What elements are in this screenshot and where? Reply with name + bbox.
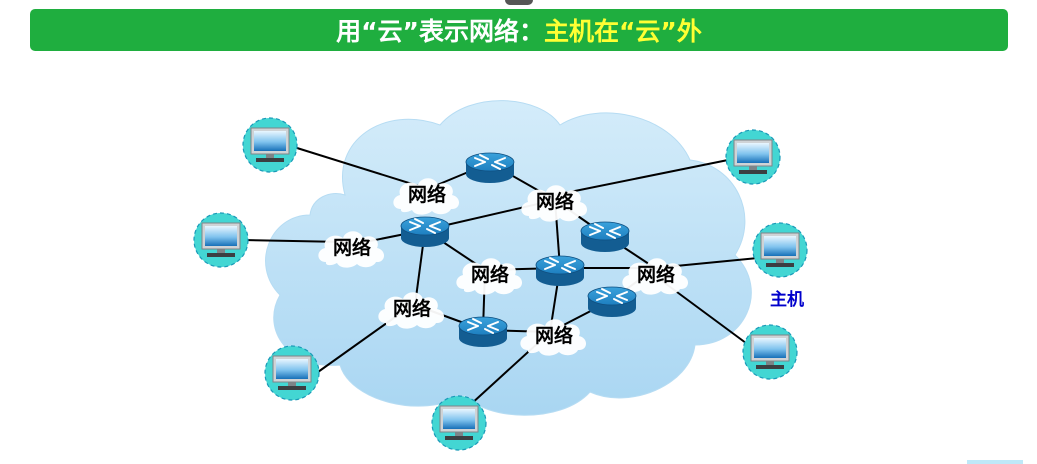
router-icon [465, 152, 515, 184]
router-icon [535, 255, 585, 287]
corner-decoration [967, 460, 1023, 464]
network-cloud: 网络 [521, 185, 588, 222]
host-computer-icon [264, 345, 320, 401]
host-computer-icon [742, 324, 798, 380]
title-text: 用“云”表示网络： [336, 17, 544, 46]
network-cloud: 网络 [520, 319, 587, 356]
host-computer-icon [193, 212, 249, 268]
network-cloud: 网络 [622, 258, 689, 295]
router-icon [400, 216, 450, 248]
network-label: 网络 [637, 263, 675, 286]
link [554, 159, 729, 196]
network-label: 网络 [393, 297, 431, 320]
title-highlight: 主机在“云”外 [544, 17, 702, 46]
title-bar: 用“云”表示网络：主机在“云”外 [30, 9, 1008, 51]
router-icon [587, 286, 637, 318]
network-label: 网络 [408, 183, 446, 206]
top-tab-decoration [505, 0, 533, 5]
host-computer-icon [431, 395, 487, 451]
link [296, 147, 426, 189]
host-label: 主机 [770, 289, 804, 310]
network-cloud: 网络 [378, 292, 445, 329]
network-cloud: 网络 [393, 178, 460, 215]
network-label: 网络 [471, 263, 509, 286]
network-label: 网络 [535, 324, 573, 347]
host-computer-icon [725, 129, 781, 185]
network-cloud: 网络 [456, 258, 523, 295]
network-label: 网络 [536, 190, 574, 213]
host-computer-icon [242, 117, 298, 173]
network-label: 网络 [333, 236, 371, 259]
router-icon [580, 221, 630, 253]
network-cloud: 网络 [318, 231, 385, 268]
host-computer-icon [752, 222, 808, 278]
router-icon [458, 316, 508, 348]
